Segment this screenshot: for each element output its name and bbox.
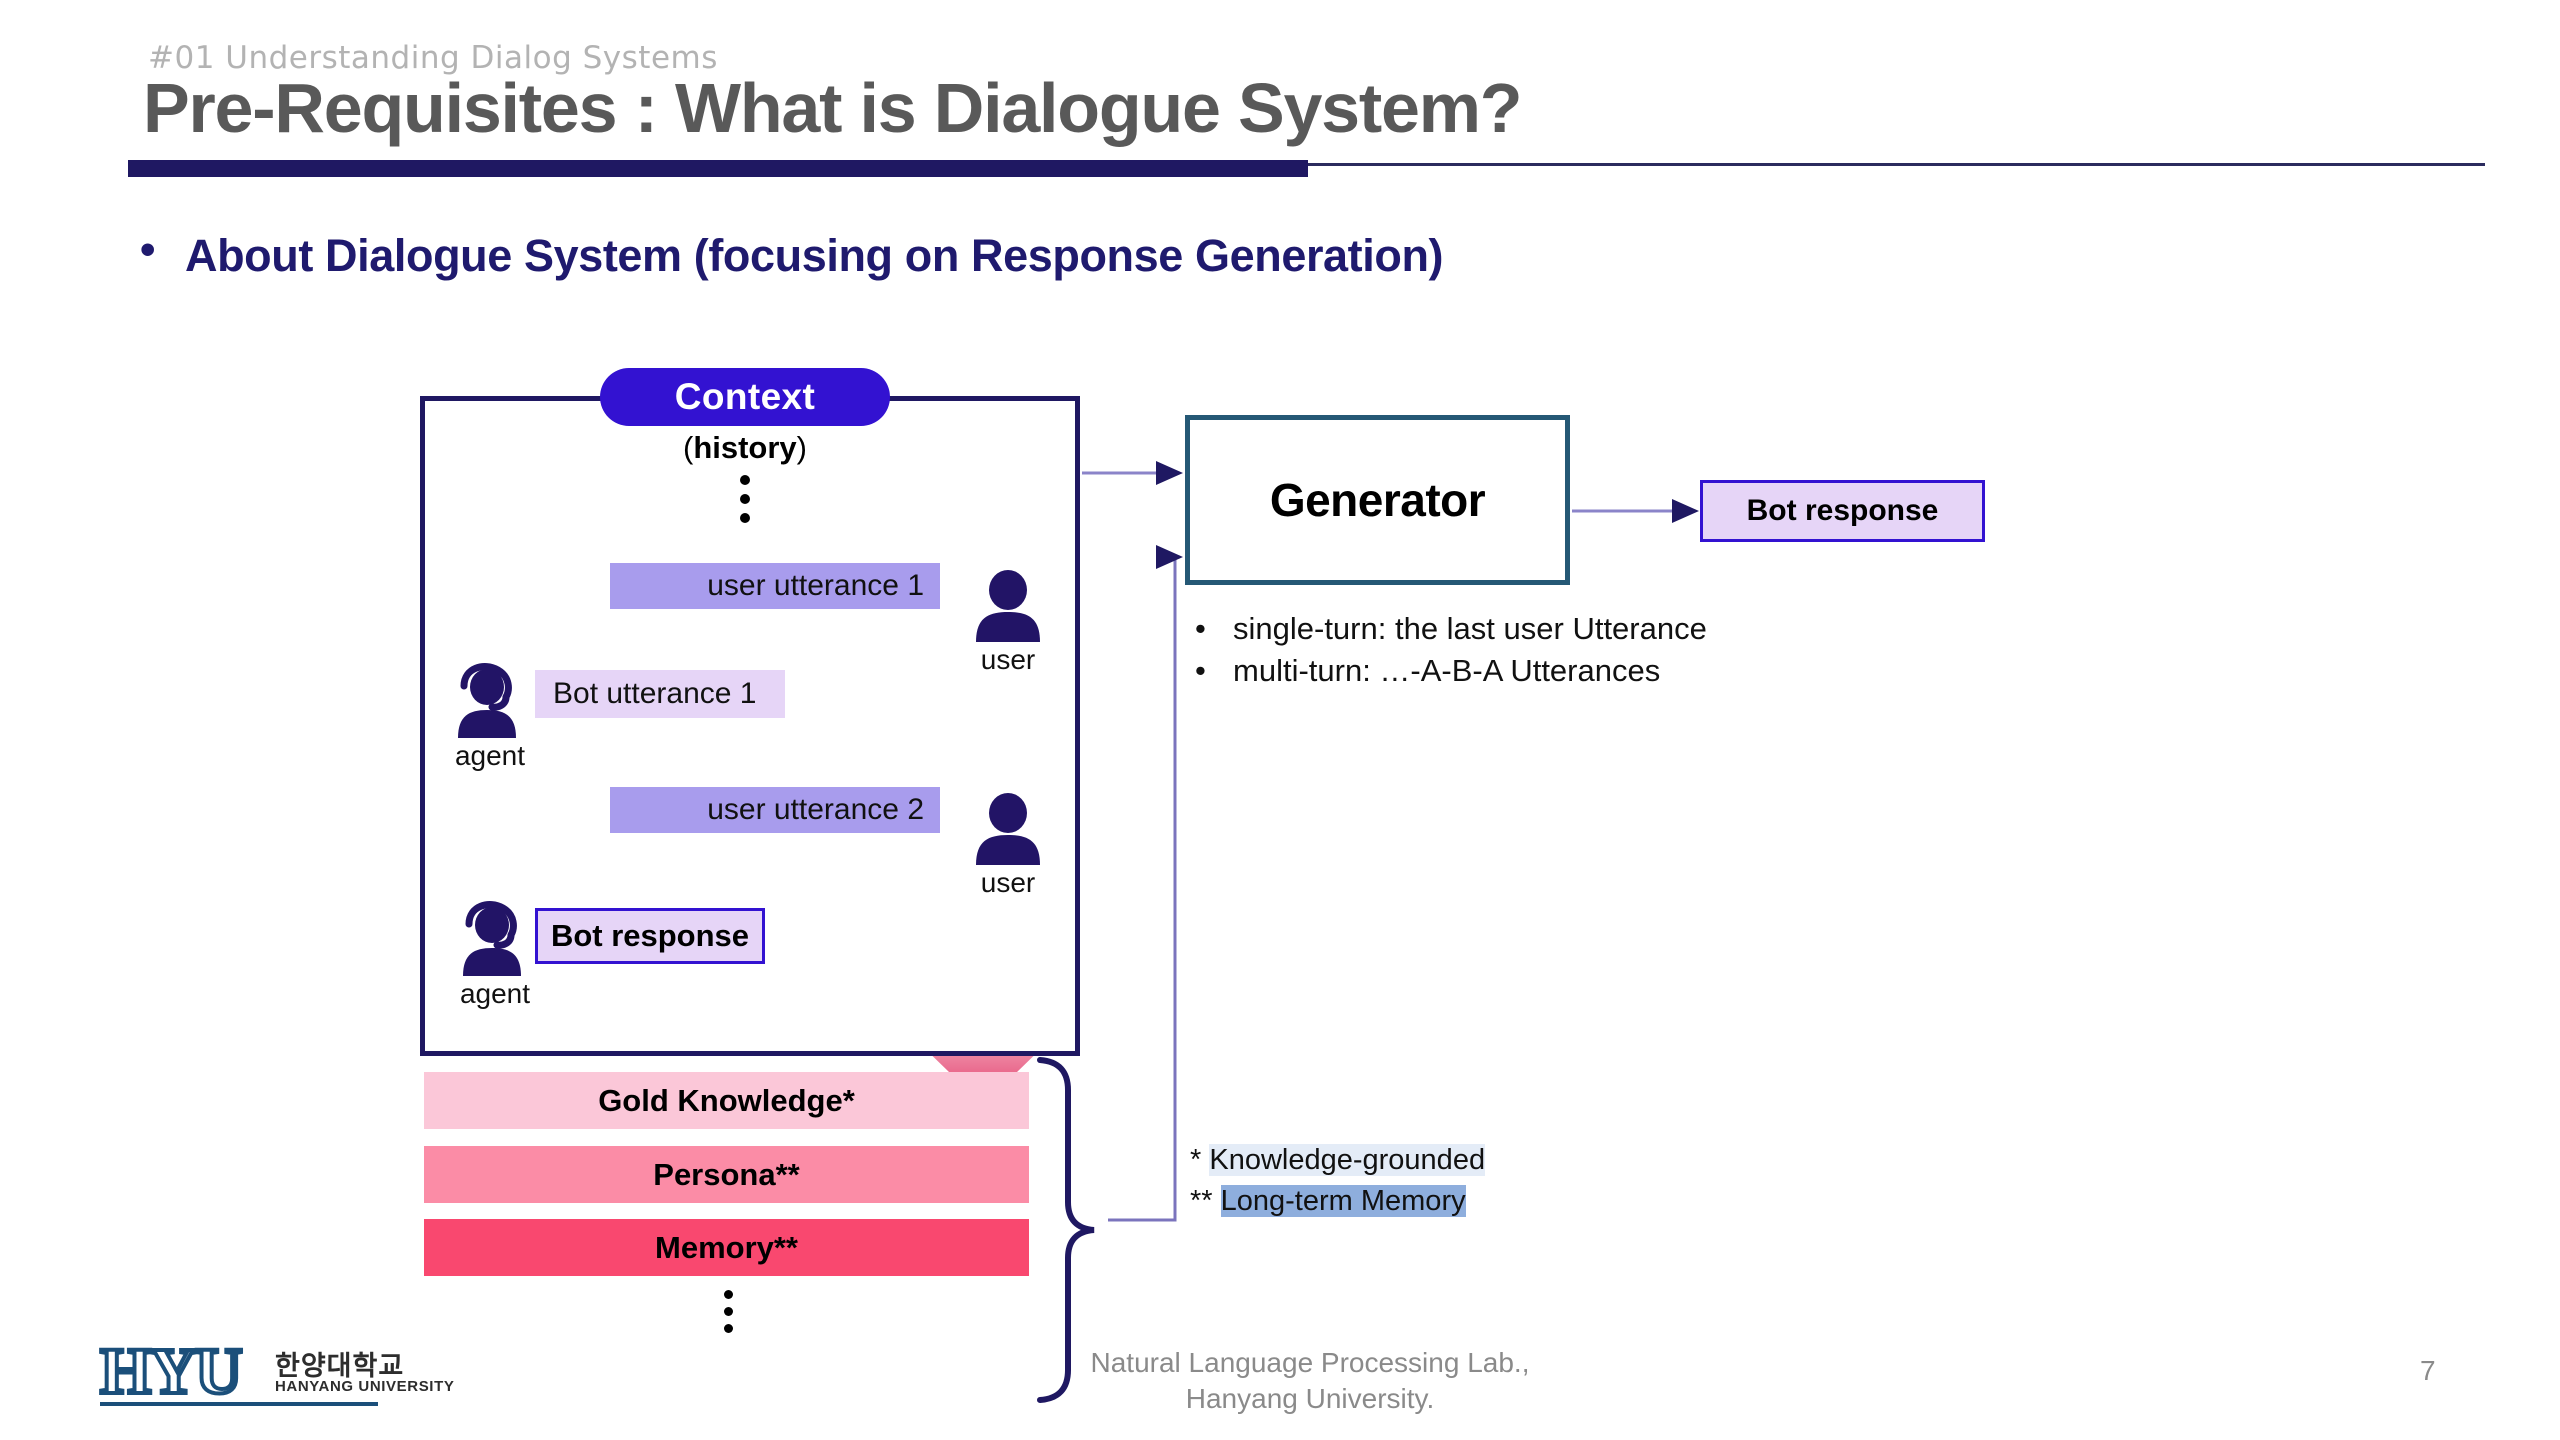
context-subtitle-text: history	[693, 430, 797, 465]
avatar-user-1: user	[968, 570, 1048, 676]
footnote-marker: **	[1190, 1185, 1213, 1218]
page-number: 7	[2420, 1355, 2436, 1386]
footer-lab-line-1: Natural Language Processing Lab.,	[1090, 1347, 1530, 1378]
context-vertical-dots-icon	[727, 475, 763, 523]
slide-kicker: #01 Understanding Dialog Systems	[148, 40, 718, 76]
title-rule-thick	[128, 160, 1308, 177]
knowledge-bar-gold-knowledge: Gold Knowledge*	[424, 1072, 1029, 1129]
bubble-bot-utterance-1: Bot utterance 1	[535, 670, 785, 718]
paren-close: )	[796, 430, 807, 465]
bubble-text: Bot utterance 1	[553, 677, 757, 710]
knowledge-bar-persona: Persona**	[424, 1146, 1029, 1203]
avatar-caption: user	[980, 867, 1036, 898]
generator-notes: • single-turn: the last user Utterance •…	[1195, 608, 1895, 692]
user-avatar-icon	[976, 793, 1040, 865]
bubble-bot-response: Bot response	[535, 908, 765, 964]
footnote-text: Knowledge-grounded	[1209, 1144, 1486, 1176]
paren-open: (	[682, 430, 694, 465]
footnote-row-1: * Knowledge-grounded	[1190, 1140, 1486, 1181]
avatar-caption: agent	[459, 978, 531, 1009]
avatar-agent-2: agent	[455, 898, 535, 1010]
avatar-user-2: user	[968, 793, 1048, 899]
generator-note-row: • multi-turn: …-A-B-A Utterances	[1195, 650, 1895, 692]
bubble-text: Bot response	[550, 918, 750, 953]
generator-note-text: multi-turn: …-A-B-A Utterances	[1233, 652, 1661, 688]
hyu-logo: HYU 한양대학교 HANYANG UNIVERSITY	[98, 1333, 454, 1410]
knowledge-vertical-dots-icon	[710, 1290, 746, 1333]
page-title: Pre-Requisites : What is Dialogue System…	[143, 69, 1523, 147]
bullet-dot-icon: •	[1195, 611, 1206, 646]
section-heading: About Dialogue System (focusing on Respo…	[185, 230, 1444, 281]
avatar-caption: agent	[454, 740, 526, 771]
generator-output-box: Bot response	[1700, 480, 1985, 542]
avatar-caption: user	[980, 644, 1036, 675]
logo-underline	[100, 1402, 378, 1406]
bubble-user-utterance-2: user utterance 2	[610, 787, 940, 833]
footnote-marker: *	[1190, 1144, 1202, 1176]
agent-headset-avatar-icon	[463, 901, 521, 976]
bubble-text: user utterance 2	[707, 793, 924, 826]
context-subtitle: (history)	[600, 430, 890, 466]
agent-headset-avatar-icon	[458, 663, 516, 738]
footnotes: * Knowledge-grounded ** Long-term Memory	[1190, 1140, 1486, 1222]
footer-lab-name: Natural Language Processing Lab., Hanyan…	[1000, 1345, 1620, 1418]
generator-box: Generator	[1185, 415, 1570, 585]
bubble-text: user utterance 1	[707, 569, 924, 602]
footnote-text: Long-term Memory	[1220, 1185, 1466, 1218]
avatar-agent-1: agent	[450, 660, 530, 772]
footnote-row-2: ** Long-term Memory	[1190, 1181, 1485, 1222]
section-bullet-icon: •	[140, 225, 156, 274]
logo-wordmark: HYU	[98, 1333, 245, 1410]
user-avatar-icon	[976, 570, 1040, 642]
generator-note-row: • single-turn: the last user Utterance	[1195, 608, 1895, 650]
logo-english-name: HANYANG UNIVERSITY	[275, 1378, 455, 1395]
generator-note-text: single-turn: the last user Utterance	[1233, 611, 1707, 646]
knowledge-bar-memory: Memory**	[424, 1219, 1029, 1276]
bubble-user-utterance-1: user utterance 1	[610, 563, 940, 609]
footer-lab-line-2: Hanyang University.	[1185, 1383, 1435, 1415]
context-pill-label: Context	[600, 368, 890, 426]
bullet-dot-icon: •	[1195, 652, 1206, 688]
logo-korean-name: 한양대학교	[275, 1351, 405, 1381]
